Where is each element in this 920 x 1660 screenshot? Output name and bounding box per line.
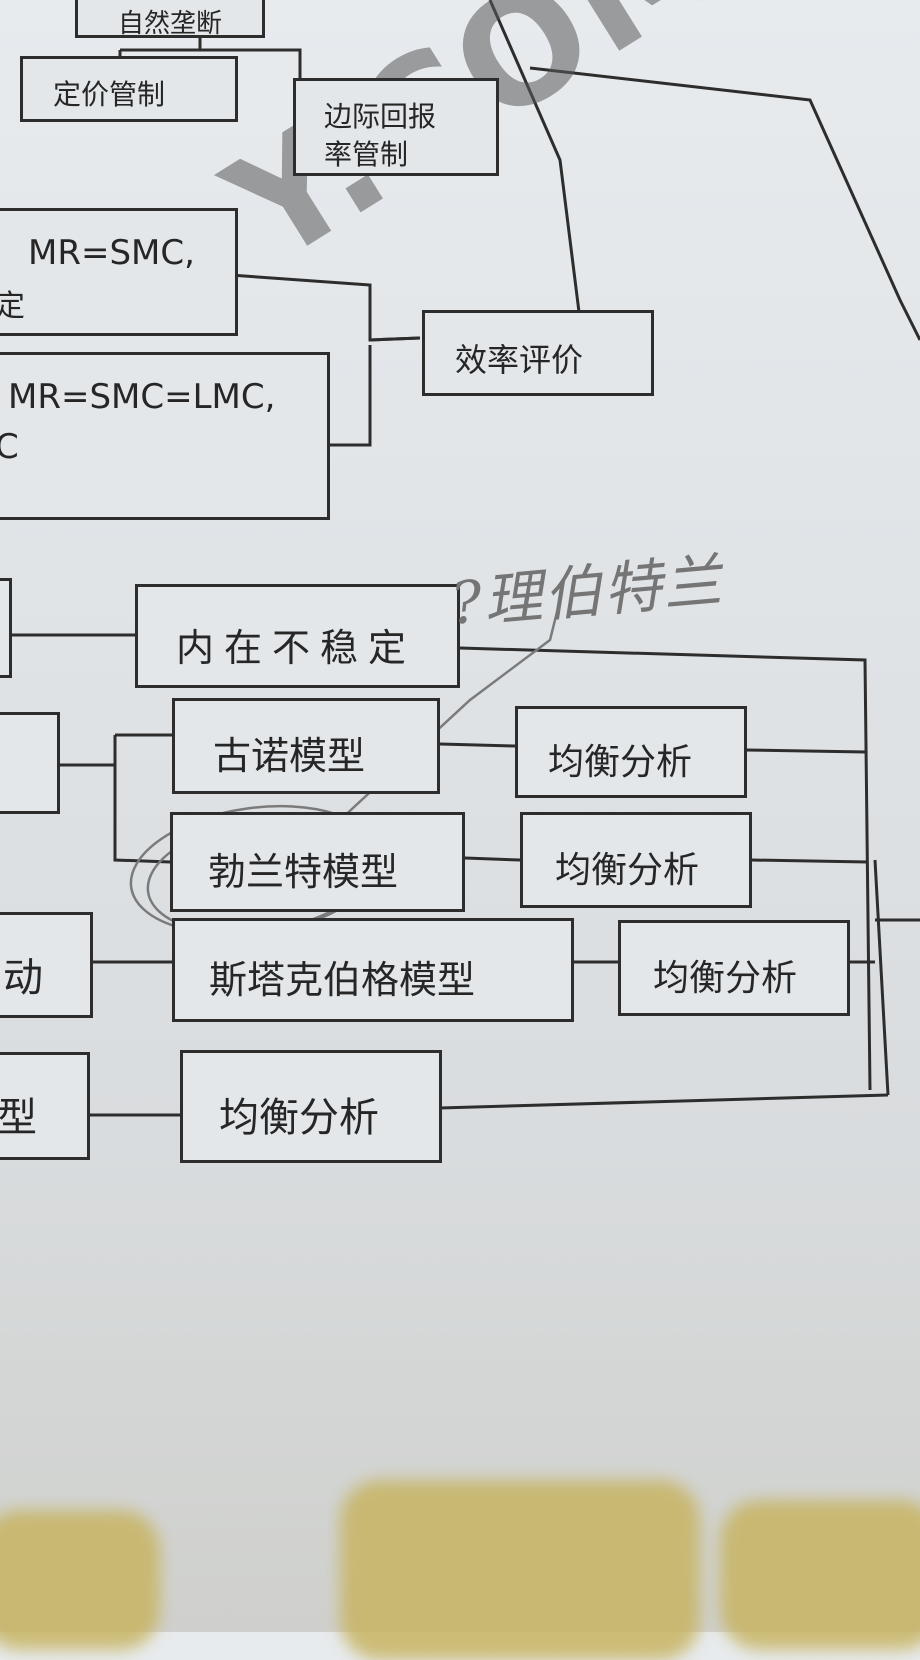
natural-monopoly-box: 自然垄断 <box>75 0 265 39</box>
eq-analysis-label-1: 均衡分析 <box>548 742 693 783</box>
inherent-instability-label: 内在不稳定 <box>176 626 417 670</box>
marginal-return-label: 边际回报 <box>324 100 437 133</box>
stain-right <box>720 1500 920 1650</box>
stain-center <box>340 1480 700 1660</box>
mr-smc-lmc-label: MR=SMC=LMC, <box>8 377 276 417</box>
mr-smc-box: MR=SMC, 定 <box>0 208 238 336</box>
eq-analysis-label-3: 均衡分析 <box>653 958 798 999</box>
eq-analysis-box-4: 均衡分析 <box>180 1050 442 1163</box>
efficiency-label: 效率评价 <box>455 341 584 379</box>
eq-analysis-box-2: 均衡分析 <box>520 812 752 908</box>
bertrand-label: 勃兰特模型 <box>208 850 399 894</box>
marginal-return-label-2: 率管制 <box>324 138 409 171</box>
mr-smc-lmc-box: MR=SMC=LMC, C <box>0 352 330 520</box>
mr-smc-label: MR=SMC, <box>28 233 195 273</box>
left-partial-box-4: 型 <box>0 1052 90 1160</box>
left-partial-box-2 <box>0 712 60 814</box>
mr-smc-label-2: 定 <box>0 289 25 324</box>
stackelberg-box: 斯塔克伯格模型 <box>172 918 574 1022</box>
cournot-label: 古诺模型 <box>213 734 366 778</box>
left-dong-label: 动 <box>3 955 43 1001</box>
natural-monopoly-label: 自然垄断 <box>118 9 223 39</box>
left-xing-label: 型 <box>0 1095 37 1141</box>
eq-analysis-label-2: 均衡分析 <box>555 850 700 891</box>
eq-analysis-box-3: 均衡分析 <box>618 920 850 1016</box>
bertrand-box: 勃兰特模型 <box>170 812 465 912</box>
eq-analysis-box-1: 均衡分析 <box>515 706 747 798</box>
left-partial-box-1 <box>0 578 12 678</box>
marginal-return-box: 边际回报 率管制 <box>293 78 499 176</box>
eq-analysis-label-4: 均衡分析 <box>219 1095 379 1141</box>
stain-left <box>0 1510 160 1650</box>
stackelberg-label: 斯塔克伯格模型 <box>209 958 476 1002</box>
cournot-box: 古诺模型 <box>172 698 440 794</box>
mr-smc-lmc-label-2: C <box>0 427 19 467</box>
left-partial-box-3: 动 <box>0 912 93 1018</box>
price-control-label: 定价管制 <box>53 78 166 111</box>
efficiency-box: 效率评价 <box>422 310 654 396</box>
price-control-box: 定价管制 <box>20 56 238 122</box>
inherent-instability-box: 内在不稳定 <box>135 584 460 688</box>
